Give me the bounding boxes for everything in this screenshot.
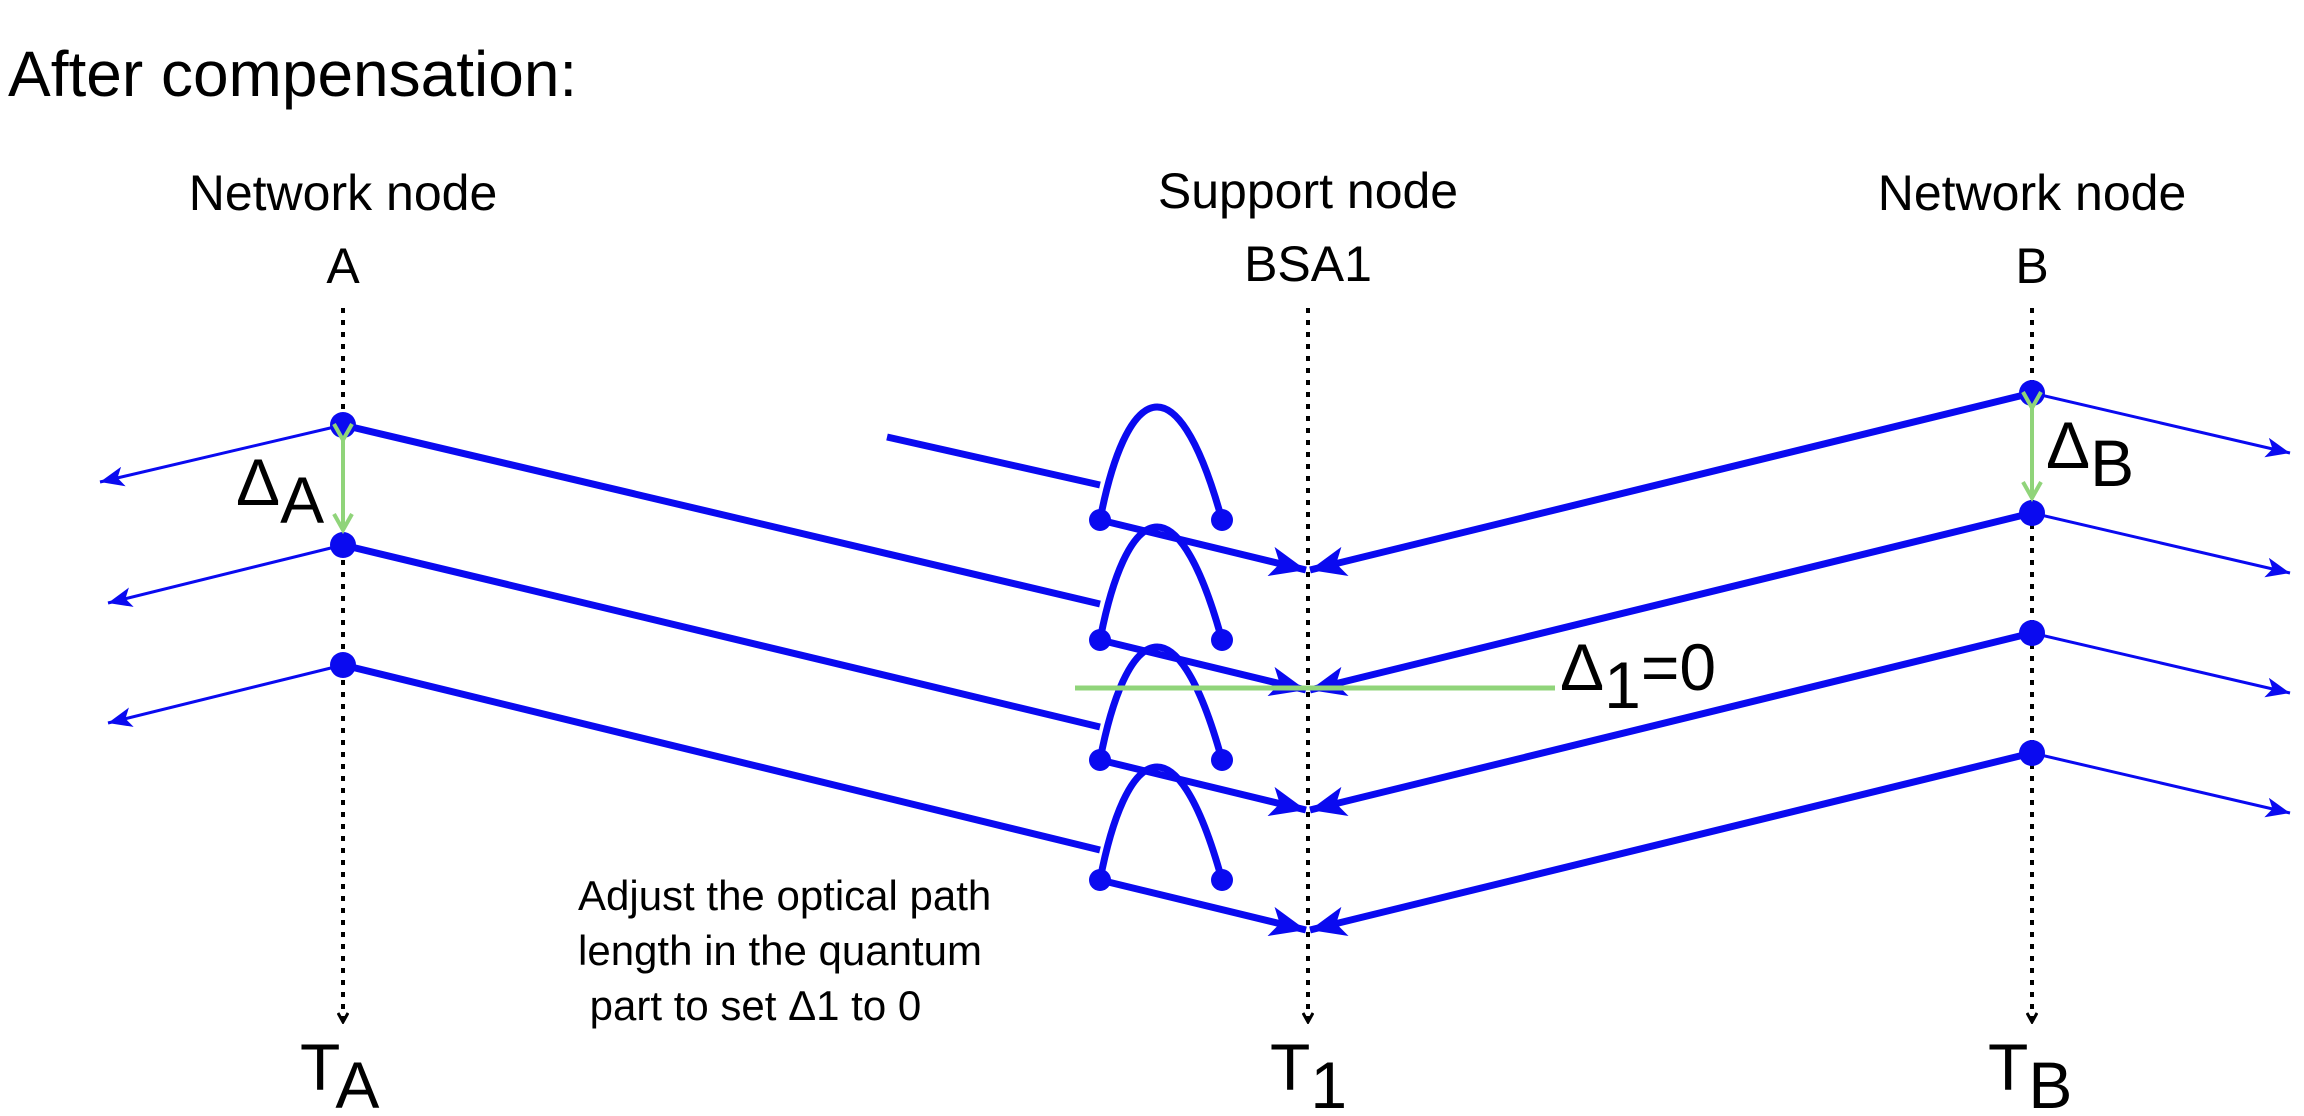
node-center-label: Support node bbox=[1158, 163, 1458, 219]
node-a-name: A bbox=[326, 238, 360, 294]
node-b-outgoing-pulses bbox=[2031, 391, 2291, 818]
time-label-b: TB bbox=[1988, 1030, 2072, 1116]
node-center-name: BSA1 bbox=[1244, 236, 1372, 292]
delay-loops bbox=[1096, 403, 1307, 937]
node-b-signal-lines bbox=[1309, 389, 2033, 936]
delay-loop-3 bbox=[1096, 643, 1226, 761]
delta-a-label: ΔA bbox=[236, 445, 324, 537]
delay-loop-1 bbox=[1096, 403, 1226, 521]
node-a-signal-lines bbox=[342, 421, 1101, 854]
page-title: After compensation: bbox=[8, 38, 577, 110]
delta-1-label: Δ1=0 bbox=[1560, 630, 1716, 722]
adjustment-note: Adjust the optical path length in the qu… bbox=[578, 872, 1003, 1029]
delay-loop-2 bbox=[1096, 523, 1226, 641]
time-label-a: TA bbox=[300, 1030, 379, 1116]
node-b-name: B bbox=[2015, 238, 2048, 294]
node-b-label: Network node bbox=[1878, 165, 2187, 221]
node-a-label: Network node bbox=[189, 165, 498, 221]
delay-loop-endpoints bbox=[1089, 509, 1233, 891]
delay-loop-4 bbox=[1096, 763, 1226, 881]
time-label-1: T1 bbox=[1270, 1030, 1347, 1116]
node-a-outgoing-pulses bbox=[99, 423, 344, 727]
delta-b-label: ΔB bbox=[2046, 408, 2134, 500]
